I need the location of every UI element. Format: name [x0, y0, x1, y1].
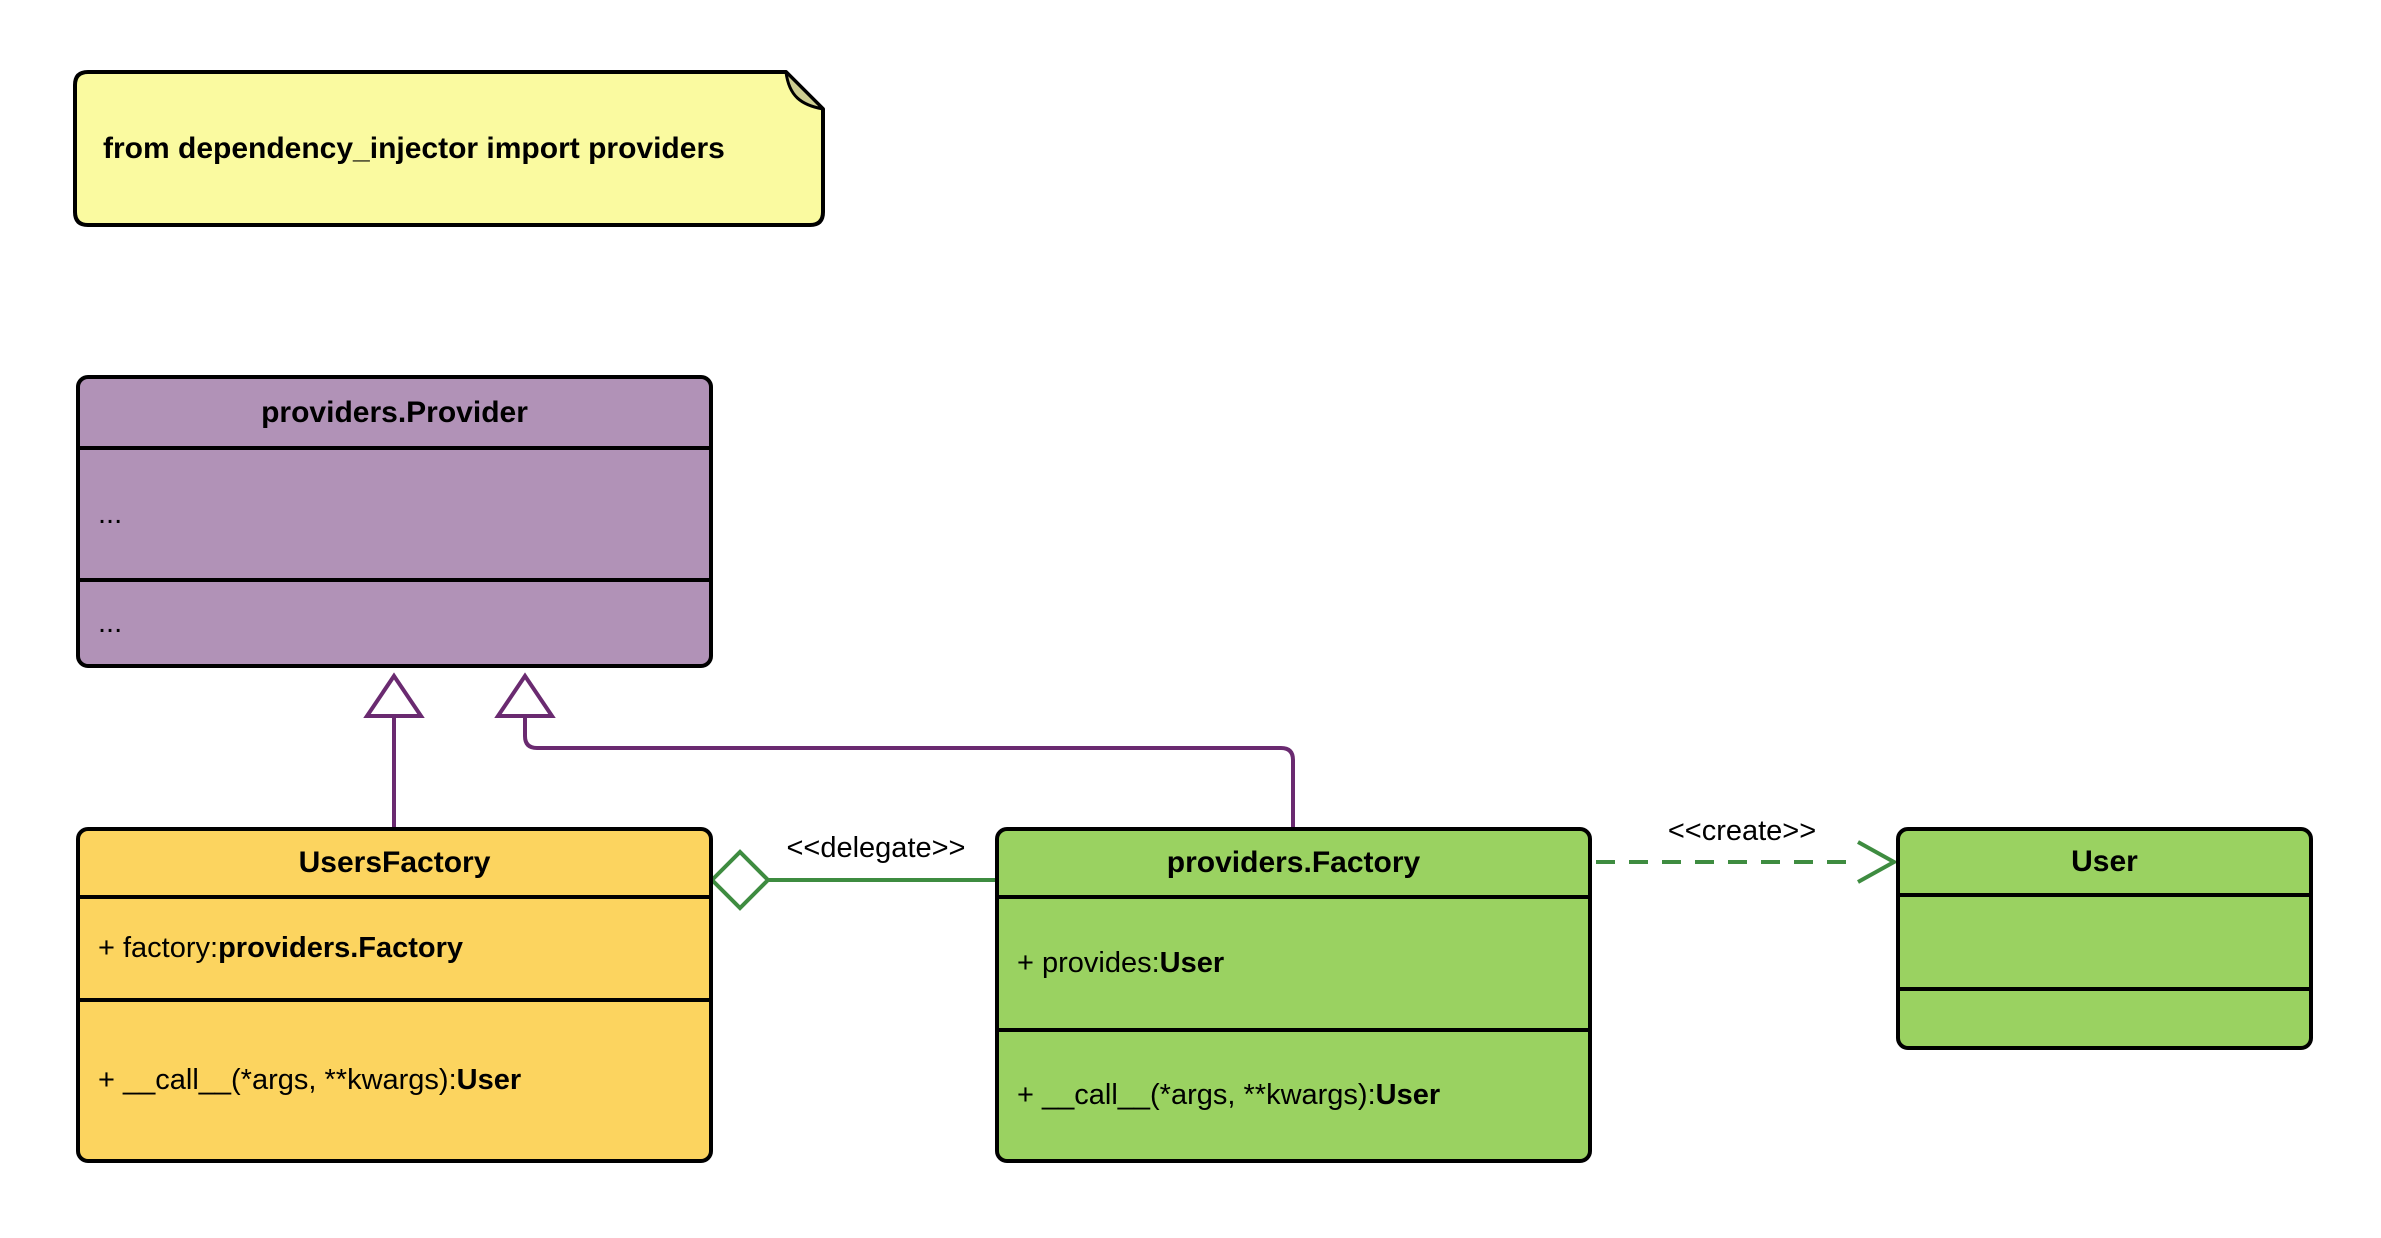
providers-factory-attribute-prefix: + provides:	[1017, 947, 1160, 979]
note-fold-icon	[784, 70, 825, 111]
create-arrowhead-icon	[1857, 840, 1899, 884]
providers-provider-attribute-ellipsis: ...	[98, 497, 123, 530]
class-providers-factory: providers.Factory + provides: User + __c…	[995, 827, 1592, 1163]
users-factory-attribute-type: providers.Factory	[218, 932, 464, 964]
providers-factory-method-type: User	[1375, 1079, 1441, 1111]
class-title-users-factory: UsersFactory	[298, 846, 491, 879]
create-stereotype-label: <<create>>	[1667, 815, 1817, 847]
delegate-diamond-icon	[709, 849, 771, 911]
class-user: User	[1896, 827, 2313, 1050]
users-factory-method-prefix: + __call__(*args, **kwargs):	[98, 1064, 457, 1096]
users-factory-attribute-prefix: + factory:	[98, 932, 219, 964]
users-factory-method-type: User	[456, 1064, 522, 1096]
class-title-providers-factory: providers.Factory	[1166, 846, 1421, 879]
providers-provider-methods: ...	[80, 578, 709, 664]
providers-factory-attribute-type: User	[1159, 947, 1225, 979]
providers-factory-attributes: + provides: User	[999, 895, 1588, 1028]
providers-provider-attributes: ...	[80, 446, 709, 578]
inheritance-triangle-factory	[494, 672, 556, 718]
user-attributes-empty	[1900, 893, 2309, 987]
user-methods-empty	[1900, 987, 2309, 1046]
users-factory-attributes: + factory: providers.Factory	[80, 895, 709, 998]
inheritance-triangle-users-factory	[363, 672, 425, 718]
note-text: from dependency_injector import provider…	[103, 131, 725, 165]
class-title-providers-provider: providers.Provider	[261, 395, 528, 429]
providers-provider-method-ellipsis: ...	[98, 606, 123, 639]
delegate-stereotype-label: <<delegate>>	[786, 832, 966, 864]
note: from dependency_injector import provider…	[75, 72, 823, 225]
class-providers-provider: providers.Provider ... ...	[76, 375, 713, 668]
users-factory-methods: + __call__(*args, **kwargs): User	[80, 998, 709, 1159]
inheritance-line-factory	[523, 716, 1295, 827]
note-shape	[73, 70, 825, 227]
class-users-factory: UsersFactory + factory: providers.Factor…	[76, 827, 713, 1163]
class-title-user: User	[2071, 845, 2138, 878]
providers-factory-methods: + __call__(*args, **kwargs): User	[999, 1028, 1588, 1159]
providers-factory-method-prefix: + __call__(*args, **kwargs):	[1017, 1079, 1376, 1111]
